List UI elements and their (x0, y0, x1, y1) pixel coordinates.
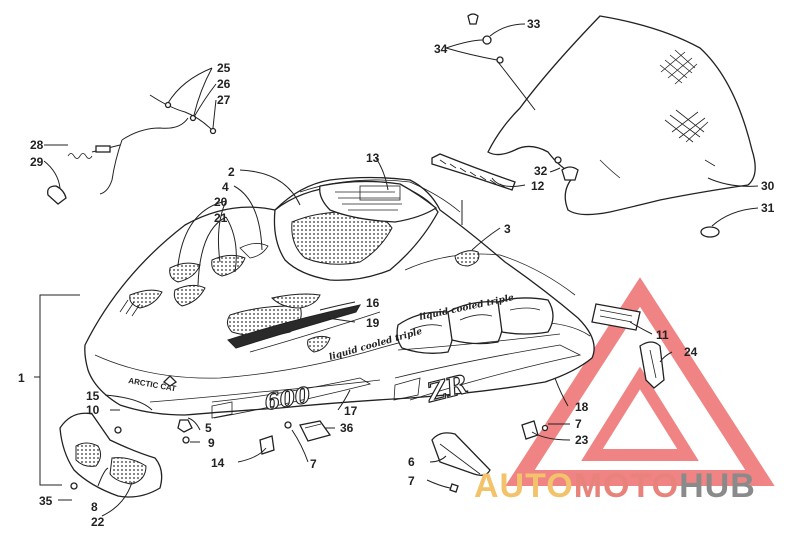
small-parts (59, 13, 720, 498)
callout-34: 34 (434, 42, 448, 56)
callout-labels: 1 2 3 4 5 6 7 7 7 8 9 10 11 12 13 14 15 … (18, 17, 775, 529)
callout-30: 30 (761, 179, 775, 193)
watermark-text-auto: AUTO (474, 467, 574, 505)
callout-6: 6 (408, 455, 415, 469)
watermark-triangle (505, 277, 775, 486)
callout-13: 13 (366, 151, 380, 165)
callout-12: 12 (531, 179, 545, 193)
callout-33: 33 (527, 17, 541, 31)
callout-9: 9 (208, 436, 215, 450)
callout-29: 29 (30, 155, 44, 169)
callout-17: 17 (344, 404, 358, 418)
windshield-trim (431, 153, 516, 191)
side-scoops (396, 297, 561, 354)
callout-7c: 7 (575, 417, 582, 431)
callout-19: 19 (366, 316, 380, 330)
callout-11: 11 (656, 328, 669, 342)
callout-22: 22 (91, 515, 105, 529)
callout-32: 32 (534, 164, 548, 178)
callout-24: 24 (684, 345, 698, 359)
callout-35: 35 (39, 494, 53, 508)
callout-1: 1 (18, 371, 25, 385)
callout-31: 31 (761, 201, 775, 215)
callout-4: 4 (222, 180, 229, 194)
watermark-text-moto: MOTO (574, 467, 679, 505)
callout-23: 23 (575, 433, 589, 447)
callout-5: 5 (205, 421, 212, 435)
watermark-logo: AUTOMOTOHUB (474, 467, 756, 505)
callout-16: 16 (366, 296, 380, 310)
callout-26: 26 (217, 77, 231, 91)
cable-assembly (47, 94, 217, 205)
watermark-text-hub: HUB (679, 467, 756, 505)
callout-15: 15 (86, 389, 100, 403)
callout-28: 28 (30, 138, 44, 152)
hood: ZR 600 liquid cooled triple liquid coole… (84, 176, 595, 419)
svg-text:AUTOMOTOHUB: AUTOMOTOHUB (474, 467, 756, 505)
callout-14: 14 (211, 456, 225, 470)
callout-8: 8 (91, 500, 98, 514)
callout-21: 21 (214, 211, 228, 225)
callout-10: 10 (86, 403, 100, 417)
leader-lines (34, 23, 759, 517)
callout-7b: 7 (408, 474, 415, 488)
windshield (487, 15, 756, 216)
callout-18: 18 (575, 400, 589, 414)
callout-3: 3 (504, 222, 511, 236)
callout-20: 20 (214, 195, 228, 209)
callout-25: 25 (217, 61, 231, 75)
callout-36: 36 (340, 421, 354, 435)
callout-27: 27 (217, 93, 231, 107)
callout-2: 2 (228, 165, 235, 179)
callout-7a: 7 (310, 457, 317, 471)
